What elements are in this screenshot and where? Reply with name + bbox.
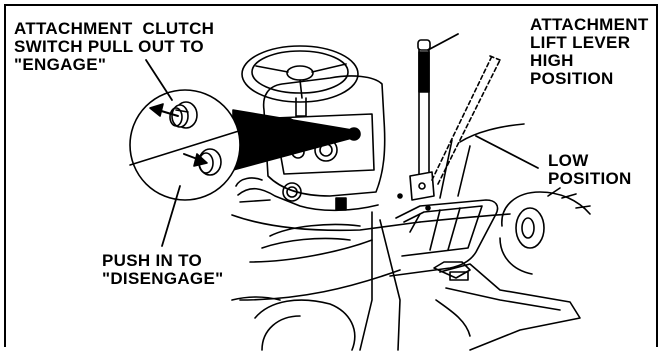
lift-lever-high xyxy=(397,39,435,211)
rear-tire xyxy=(499,187,591,275)
frame-border xyxy=(4,4,658,347)
callout-leader-lines xyxy=(145,33,539,247)
clutch-engage-callout: ATTACHMENT CLUTCH SWITCH PULL OUT TO "EN… xyxy=(14,19,215,74)
steering-wheel xyxy=(241,45,359,117)
tractor-body-outline xyxy=(231,123,525,351)
clutch-disengage-callout: PUSH IN TO "DISENGAGE" xyxy=(102,251,224,288)
left-fender xyxy=(231,223,361,301)
pull-out-arrow xyxy=(149,103,179,117)
lift-lever-high-callout: ATTACHMENT LIFT LEVER HIGH POSITION xyxy=(530,15,649,88)
lift-lever-low xyxy=(431,55,501,185)
push-in-arrow xyxy=(183,153,208,167)
lift-lever-low-callout: LOW POSITION xyxy=(548,151,632,188)
footrest-platform xyxy=(389,199,499,277)
clutch-switch-detail-circle xyxy=(129,89,243,201)
pedal-assembly xyxy=(433,261,581,351)
